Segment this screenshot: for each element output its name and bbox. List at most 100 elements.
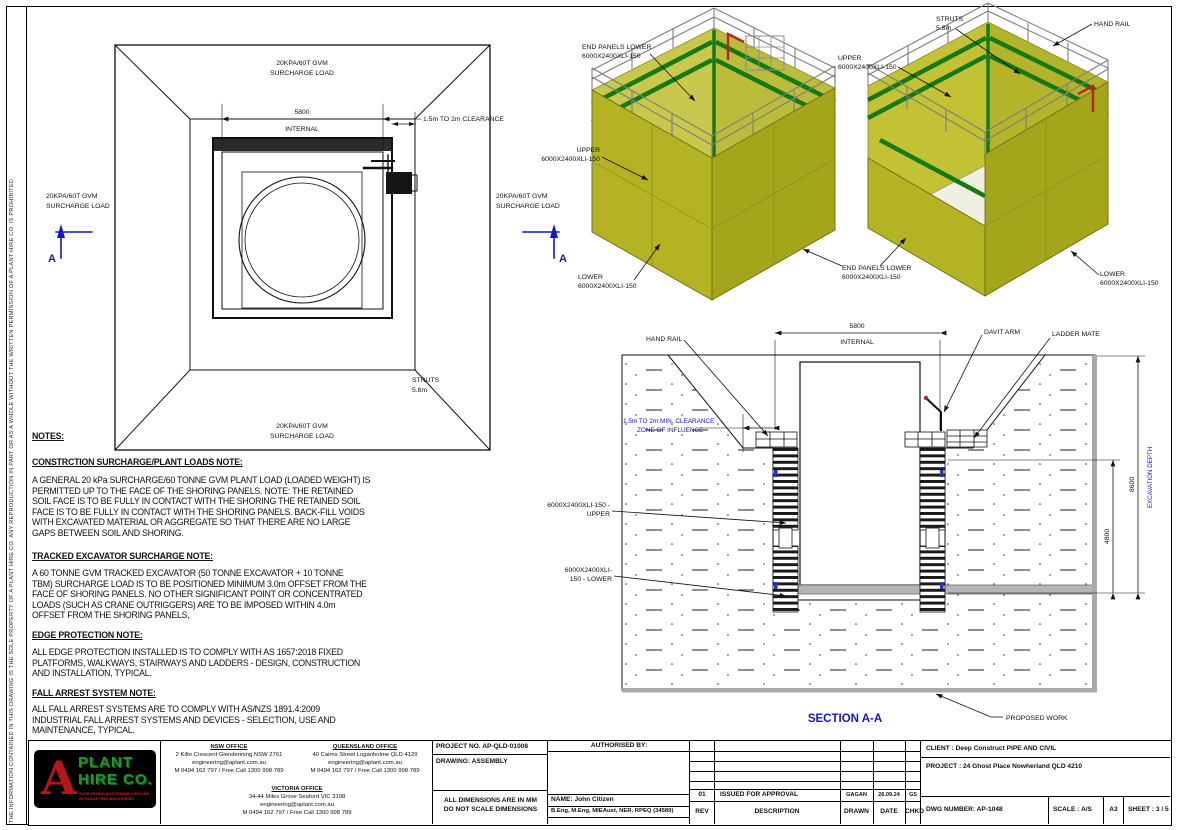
svg-text:LOWER: LOWER <box>1100 271 1125 278</box>
svg-text:1.5m TO 2m MIN. CLEARANCE: 1.5m TO 2m MIN. CLEARANCE <box>623 418 714 425</box>
svg-text:EXCAVATION DEPTH: EXCAVATION DEPTH <box>1147 447 1154 508</box>
svg-text:6000X2400XLI-: 6000X2400XLI- <box>565 567 612 574</box>
section-depth-dims: 4800 8600 EXCAVATION DEPTH <box>948 355 1154 600</box>
svg-text:END PANELS LOWER: END PANELS LOWER <box>582 44 651 51</box>
rev-number: 01 <box>698 791 706 798</box>
plan-struts-label-l1: STRUTS <box>412 377 440 384</box>
authorised-cell: AUTHORISED BY: NAME: John Citizen B.Eng,… <box>548 741 690 824</box>
sheet-number: SHEET : 3 / 5 <box>1128 806 1169 813</box>
svg-text:150 - LOWER: 150 - LOWER <box>570 576 612 583</box>
plan-view: 5800 INTERNAL 1.5m TO 2m CLEARANCE 20KPA… <box>46 44 567 451</box>
svg-text:5.8m: 5.8m <box>936 25 951 32</box>
plan-dim-5800: 5800 INTERNAL <box>221 103 390 151</box>
svg-text:5800: 5800 <box>294 109 309 116</box>
section-shoring-panels <box>772 447 946 613</box>
project-no: PROJECT NO. AP-QLD-01008 <box>433 741 548 755</box>
svg-text:6000X2400XLI-150: 6000X2400XLI-150 <box>838 64 897 71</box>
paper-size: A3 <box>1104 797 1124 824</box>
dwg-number: DWG NUMBER: AP-1048 <box>921 797 1049 824</box>
svg-text:6000X2400XLI-150: 6000X2400XLI-150 <box>1100 280 1159 287</box>
note-heading-fall-arrest: FALL ARREST SYSTEM NOTE: <box>32 688 156 698</box>
rev-date: 26.09.24 <box>878 792 900 798</box>
svg-text:A: A <box>48 253 56 265</box>
notes-title: NOTES: <box>32 431 65 441</box>
section-dim-5800: 5800 INTERNAL <box>774 323 947 430</box>
dims-note-1: ALL DIMENSIONS ARE IN MM <box>443 797 538 804</box>
approver-credentials: B.Eng, M.Eng, MIEAust, NER, RPEQ (34589) <box>548 806 690 818</box>
client-name: CLIENT : Deep Construct PIPE AND CIVIL <box>921 741 1170 758</box>
title-block: A PLANT HIRE CO. SUPPORTING AUSTRALIAN G… <box>28 740 1172 826</box>
logo-cell: A PLANT HIRE CO. SUPPORTING AUSTRALIAN G… <box>29 741 161 824</box>
revision-table: 01 ISSUED FOR APPROVAL GAGAN 26.09.24 GS… <box>690 741 925 824</box>
plan-surcharge-left-l2: SURCHARGE LOAD <box>46 203 110 210</box>
svg-text:LOWER: LOWER <box>578 274 603 281</box>
svg-text:UPPER: UPPER <box>838 55 862 62</box>
rev-description: ISSUED FOR APPROVAL <box>720 791 799 798</box>
plan-surcharge-bottom-l2: SURCHARGE LOAD <box>270 433 334 440</box>
office-qld: QUEENSLAND OFFICE 40 Cairns Street Logan… <box>310 744 420 774</box>
dims-note-2: DO NOT SCALE DIMENSIONS <box>443 806 538 813</box>
handrail-left-view <box>591 7 836 158</box>
svg-text:INTERNAL: INTERNAL <box>840 339 874 346</box>
plan-surcharge-bottom-l1: 20KPA/60T GVM <box>276 423 328 430</box>
rev-header-date: DATE <box>880 808 898 815</box>
note-heading-edge: EDGE PROTECTION NOTE: <box>32 630 143 640</box>
davit-arm-iso-left <box>726 32 785 71</box>
svg-text:HAND RAIL: HAND RAIL <box>1094 21 1130 28</box>
office-vic: VICTORIA OFFICE 34-44 Miles Grove Seafor… <box>242 786 352 816</box>
project-address: PROJECT : 24 Ghost Place Nowherland QLD … <box>921 758 1170 797</box>
svg-text:END PANELS LOWER: END PANELS LOWER <box>842 265 911 272</box>
rev-header-rev: REV <box>695 808 709 815</box>
svg-text:6000X2400XLI-150: 6000X2400XLI-150 <box>842 274 901 281</box>
svg-text:8600: 8600 <box>1129 477 1136 492</box>
ladder-mate-box <box>946 429 988 448</box>
svg-text:HAND RAIL: HAND RAIL <box>646 336 682 343</box>
rev-chkd: GS <box>908 792 918 798</box>
plan-surcharge-left-l1: 20KPA/60T GVM <box>46 193 98 200</box>
svg-text:6000X2400XLI-150 -: 6000X2400XLI-150 - <box>547 502 610 509</box>
drawing-canvas: 5800 INTERNAL 1.5m TO 2m CLEARANCE 20KPA… <box>46 2 1159 725</box>
office-nsw: NSW OFFICE 2 Kilto Crescent Glendenning … <box>174 744 284 774</box>
section-view: 5800 INTERNAL 4800 8600 EXCAVATION DEPTH… <box>547 323 1154 725</box>
section-edge-protection <box>755 395 988 448</box>
rev-header-description: DESCRIPTION <box>754 808 800 815</box>
svg-text:UPPER: UPPER <box>577 147 601 154</box>
client-cell: CLIENT : Deep Construct PIPE AND CIVIL P… <box>921 741 1170 824</box>
rev-drawn: GAGAN <box>846 792 867 798</box>
svg-text:5800: 5800 <box>849 323 864 330</box>
note-body-edge: ALL EDGE PROTECTION INSTALLED IS TO COMP… <box>32 647 361 678</box>
proposed-work-shaft <box>799 361 921 586</box>
proposed-work-base <box>622 688 1097 693</box>
note-heading-excavator: TRACKED EXCAVATOR SURCHARGE NOTE: <box>32 551 213 561</box>
plan-surcharge-right-l1: 20KPA/60T GVM <box>496 193 548 200</box>
svg-text:INTERNAL: INTERNAL <box>285 126 319 133</box>
svg-text:1.5m TO 2m CLEARANCE: 1.5m TO 2m CLEARANCE <box>423 116 504 123</box>
iso-labels: END PANELS LOWER 6000X2400XLI-150 UPPER … <box>541 16 1158 290</box>
rev-header-chkd: CHKD <box>905 808 925 815</box>
logo-letter-a: A <box>41 751 77 805</box>
offices-cell: NSW OFFICE 2 Kilto Crescent Glendenning … <box>161 741 433 824</box>
drawing-type: DRAWING: ASSEMBLY <box>433 755 548 791</box>
svg-text:A: A <box>559 253 567 265</box>
section-marker-right: A <box>522 224 567 265</box>
svg-text:UPPER: UPPER <box>587 511 611 518</box>
section-zone-of-influence: 1.5m TO 2m MIN. CLEARANCE ZONE OF INFLUE… <box>623 414 780 452</box>
logo-tagline-1: SUPPORTING AUSTRALIAN GROUND <box>79 791 150 796</box>
proposed-work-edge <box>1092 355 1097 690</box>
handrail-right-view <box>867 2 1109 154</box>
plan-shoring-box <box>212 137 393 319</box>
proposed-work-label: PROPOSED WORK <box>1006 715 1068 722</box>
section-labels: HAND RAIL DAVIT ARM LADDER MATE 6000X240… <box>547 329 1100 725</box>
plan-clearance-dim: 1.5m TO 2m CLEARANCE <box>391 111 504 135</box>
note-body-excavator: A 60 TONNE GVM TRACKED EXCAVATOR (50 TON… <box>32 568 367 620</box>
logo-word-hireco: HIRE CO. <box>78 771 153 788</box>
plan-surcharge-top-l1: 20KPA/60T GVM <box>276 60 328 67</box>
note-heading-surcharge: CONSTRCTION SURCHARGE/PLANT LOADS NOTE: <box>32 457 243 467</box>
company-logo: A PLANT HIRE CO. SUPPORTING AUSTRALIAN G… <box>34 750 156 808</box>
approver-name: NAME: John Citizen <box>548 794 690 806</box>
section-marker-left: A <box>48 224 93 265</box>
logo-word-plant: PLANT <box>78 754 133 771</box>
section-title: SECTION A-A <box>808 713 882 725</box>
plan-surcharge-top-l2: SURCHARGE LOAD <box>270 70 334 77</box>
